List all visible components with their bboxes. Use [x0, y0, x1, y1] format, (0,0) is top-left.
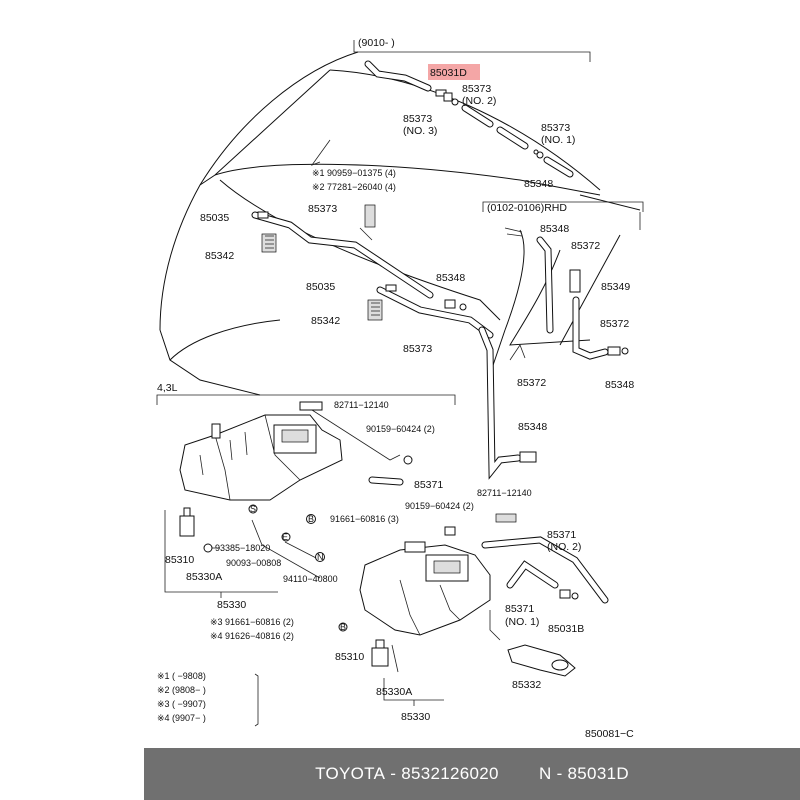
part-label-85372-c[interactable]: 85372: [517, 377, 546, 389]
part-label-85342-b[interactable]: 85342: [311, 315, 340, 327]
note-2: ※2 77281−26040 (4): [312, 182, 396, 192]
legend-2: ※2 (9808− ): [157, 685, 206, 695]
part-label-85371-a[interactable]: 85371: [414, 479, 443, 491]
part-label-85332[interactable]: 85332: [512, 679, 541, 691]
part-label-85372-a[interactable]: 85372: [571, 240, 600, 252]
hose-85373-no1: [533, 149, 574, 178]
part-label-85349[interactable]: 85349: [601, 281, 630, 293]
part-label-93385[interactable]: 93385−18020: [215, 543, 270, 553]
part-label-no2b: (NO. 2): [547, 541, 581, 553]
part-label-85330a-a[interactable]: 85330A: [186, 571, 222, 583]
legend-4: ※4 (9907− ): [157, 713, 206, 723]
part-label-90159-b[interactable]: 90159−60424 (2): [405, 501, 474, 511]
part-label-85310-a[interactable]: 85310: [165, 554, 194, 566]
callout-b2: B: [340, 622, 346, 632]
part-label-85348-c[interactable]: 85348: [540, 223, 569, 235]
washer-pump-85310-b: [371, 639, 389, 667]
part-label-85310-b[interactable]: 85310: [335, 651, 364, 663]
part-label-90093[interactable]: 90093−00808: [226, 558, 281, 568]
bracket-85342-a: [261, 233, 277, 253]
bracket-85342-b: [367, 299, 383, 321]
part-label-85031b[interactable]: 85031B: [548, 623, 584, 635]
part-number: 8532126020: [401, 764, 499, 783]
part-label-85373-no2[interactable]: 85373: [462, 83, 491, 95]
part-label-90159-a[interactable]: 90159−60424 (2): [366, 424, 435, 434]
part-label-85371-no2[interactable]: 85371: [547, 529, 576, 541]
callout-e: E: [282, 532, 288, 542]
washer-tank-1: [179, 414, 343, 501]
part-label-85348-a[interactable]: 85348: [524, 178, 553, 190]
part-label-82711-b[interactable]: 82711−12140: [477, 488, 532, 498]
reference-code: 850081−C: [585, 728, 634, 740]
hose-85373-no3: [364, 60, 432, 92]
hose-85372: [478, 326, 522, 480]
legend-1: ※1 ( −9808): [157, 671, 206, 681]
hose-85371-a: [368, 476, 404, 486]
joint-85031d: [435, 89, 459, 106]
part-label-85371-no1[interactable]: 85371: [505, 603, 534, 615]
callout-b1: B: [308, 514, 314, 524]
clip-85035: [257, 211, 397, 292]
legend-3: ※3 ( −9907): [157, 699, 206, 709]
part-label-85373-a[interactable]: 85373: [308, 203, 337, 215]
part-label-85348-b[interactable]: 85348: [436, 272, 465, 284]
part-label-85348-d[interactable]: 85348: [605, 379, 634, 391]
joint-85348-b: [444, 299, 467, 311]
highlight-85031d: [428, 64, 480, 80]
part-label-85372-b[interactable]: 85372: [600, 318, 629, 330]
note-1: ※1 90959−01375 (4): [312, 168, 396, 178]
hose-85371-no1: [506, 560, 559, 589]
part-label-85330-a[interactable]: 85330: [217, 599, 246, 611]
washer-tank-2: [359, 541, 491, 636]
part-label-85031d[interactable]: 85031D: [430, 67, 467, 79]
part-label-82711-a[interactable]: 82711−12140: [334, 400, 389, 410]
part-label-no1b: (NO. 1): [505, 616, 539, 628]
note-4: ※4 91626−40816 (2): [210, 631, 294, 641]
part-label-85035-a[interactable]: 85035: [200, 212, 229, 224]
part-label-85373-b[interactable]: 85373: [403, 343, 432, 355]
capacity-label: 4,3L: [157, 382, 178, 394]
catalog-code: N - 85031D: [538, 764, 629, 783]
part-label-85373-no1[interactable]: 85373: [541, 122, 570, 134]
range-label-top: (9010- ): [358, 37, 395, 49]
callout-n: N: [317, 552, 324, 562]
part-label-91661-a[interactable]: 91661−60816 (3): [330, 514, 399, 524]
brand-name: TOYOTA: [315, 764, 386, 783]
part-label-no1: (NO. 1): [541, 134, 575, 146]
parts-diagram: (9010- ) 85031D 85373 (NO. 2) 85373 (NO.…: [156, 37, 644, 740]
rhd-hose-assembly: [504, 227, 629, 360]
part-label-85330-b[interactable]: 85330: [401, 711, 430, 723]
range-label-rhd: (0102-0106)RHD: [487, 202, 567, 214]
washer-pump-85310-a: [179, 507, 195, 537]
clamp-set-1: [359, 204, 376, 241]
joint-85348-e: [519, 451, 537, 463]
joint-85031b: [559, 589, 579, 600]
callout-s: S: [250, 504, 256, 514]
nozzle-85332: [507, 644, 576, 677]
hose-85371-no2: [481, 536, 609, 604]
part-label-85342-a[interactable]: 85342: [205, 250, 234, 262]
part-label-no3: (NO. 3): [403, 125, 437, 137]
part-label-85348-e[interactable]: 85348: [518, 421, 547, 433]
part-label-85330a-b[interactable]: 85330A: [376, 686, 412, 698]
note-3: ※3 91661−60816 (2): [210, 617, 294, 627]
part-label-94110[interactable]: 94110−40800: [283, 574, 338, 584]
part-info-footer: TOYOTA - 8532126020 N - 85031D: [144, 748, 800, 800]
part-label-no2: (NO. 2): [462, 95, 496, 107]
part-label-85373-no3[interactable]: 85373: [403, 113, 432, 125]
part-label-85035-b[interactable]: 85035: [306, 281, 335, 293]
hose-85373-no2: [461, 104, 529, 150]
back-door-outline: [159, 51, 641, 396]
